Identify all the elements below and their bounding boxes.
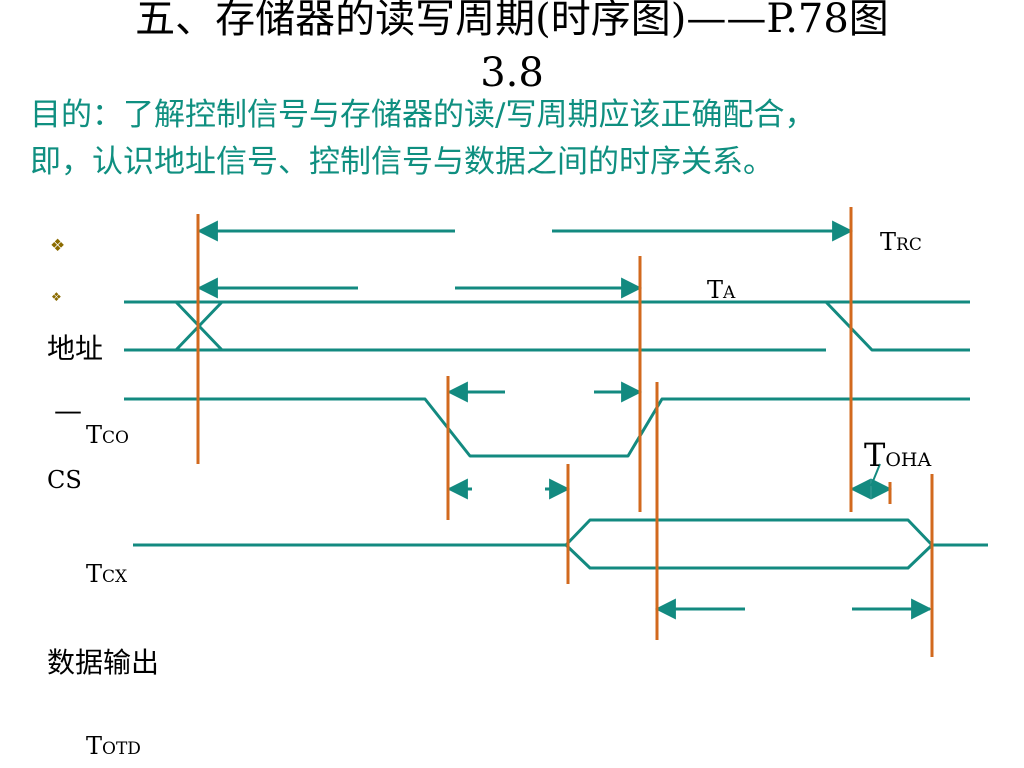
data-output-signal <box>133 518 988 570</box>
diamond-bullet-icon: ❖ <box>50 236 66 256</box>
slide-title: 五、存储器的读写周期(时序图)——P.78图 3.8 <box>0 0 1024 100</box>
toha-label: TOHA <box>864 436 932 474</box>
purpose-line-2: 即，认识地址信号、控制信号与数据之间的时序关系。 <box>30 144 774 180</box>
address-label: 地址 <box>47 332 104 365</box>
ta-label: TA <box>707 276 736 304</box>
cs-signal <box>124 397 970 458</box>
cs-bar: — <box>54 394 82 427</box>
toha-pointer <box>870 463 881 487</box>
cs-label: CS <box>47 466 82 494</box>
purpose-line-1: 目的：了解控制信号与存储器的读/写周期应该正确配合， <box>30 97 816 133</box>
title-line-2: 3.8 <box>480 50 544 96</box>
purpose-text: 目的：了解控制信号与存储器的读/写周期应该正确配合， 即，认识地址信号、控制信号… <box>30 92 1020 186</box>
address-signal-upper <box>124 300 970 352</box>
tcx-label: TCX <box>86 560 128 588</box>
address-signal-lower <box>124 300 826 352</box>
trc-label: TRC <box>880 228 922 256</box>
data-output-label: 数据输出 <box>47 646 160 679</box>
diamond-bullet-icon: ❖ <box>51 290 62 304</box>
totd-label: TOTD <box>86 732 141 760</box>
tco-label: TCO <box>86 421 129 449</box>
title-line-1: 五、存储器的读写周期(时序图)——P.78图 <box>135 0 889 42</box>
